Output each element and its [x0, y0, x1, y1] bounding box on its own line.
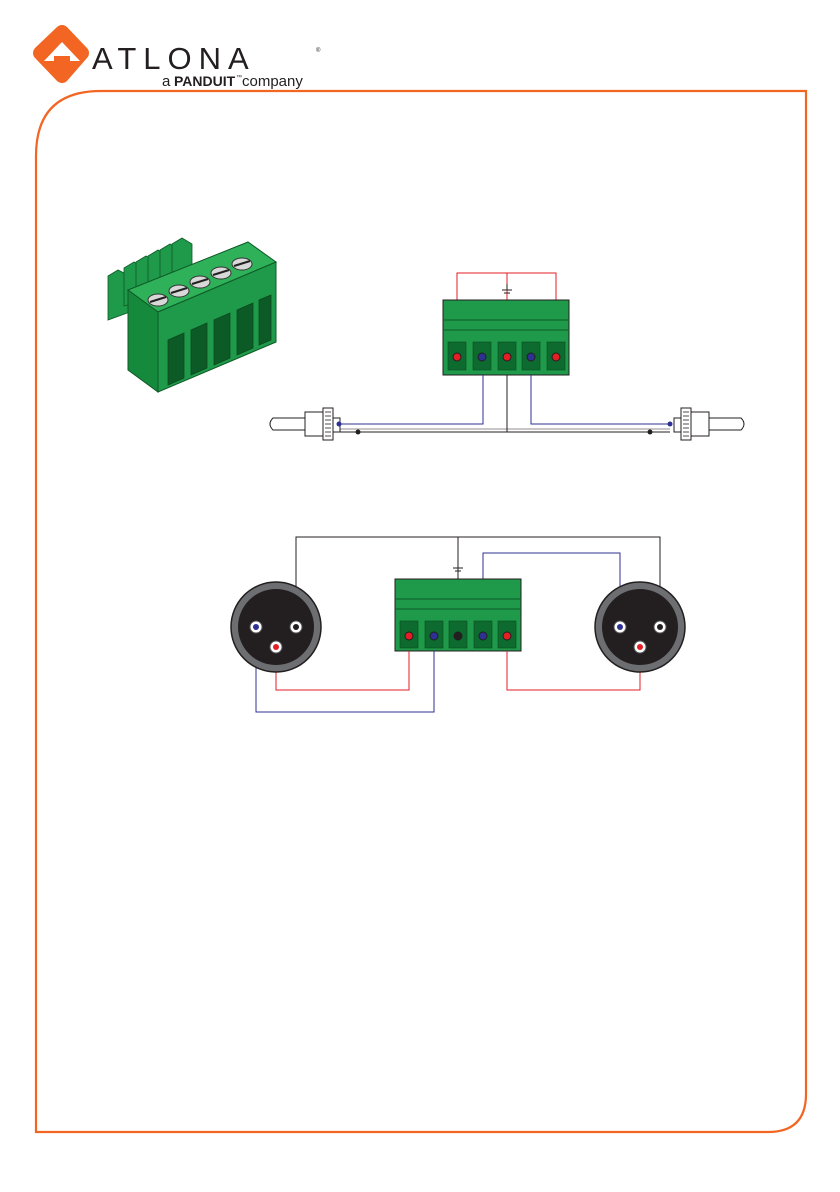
terminal-block-icon: [108, 238, 276, 392]
xlr-connector-icon: [595, 582, 685, 672]
pin-negative-blue: [478, 353, 486, 361]
pin-positive-red: [453, 353, 461, 361]
brand-tagline-suffix: company: [242, 73, 303, 90]
pin-negative-blue: [479, 632, 487, 640]
brand-tagline-partner: PANDUIT: [174, 73, 236, 89]
brand-tagline-prefix: a: [162, 73, 171, 90]
atlona-logo: ATLONA ® a PANDUIT ™ company: [40, 32, 321, 90]
xlr-connector-icon: [231, 582, 321, 672]
atlona-logo-icon: [40, 32, 82, 76]
brand-registered-mark: ®: [316, 47, 321, 54]
pin-negative-blue: [527, 353, 535, 361]
pin-ground-black: [454, 632, 462, 640]
terminal-block-xlr: [395, 579, 521, 651]
pin-negative-blue: [430, 632, 438, 640]
xlr-wiring-diagram: [231, 537, 685, 712]
pin-positive-red: [552, 353, 560, 361]
pin-positive-red: [503, 632, 511, 640]
brand-name: ATLONA: [92, 41, 256, 76]
terminal-block-rca: [443, 300, 569, 375]
pin-positive-red: [503, 353, 511, 361]
rca-wiring-diagram: [270, 273, 744, 440]
pin-positive-red: [405, 632, 413, 640]
